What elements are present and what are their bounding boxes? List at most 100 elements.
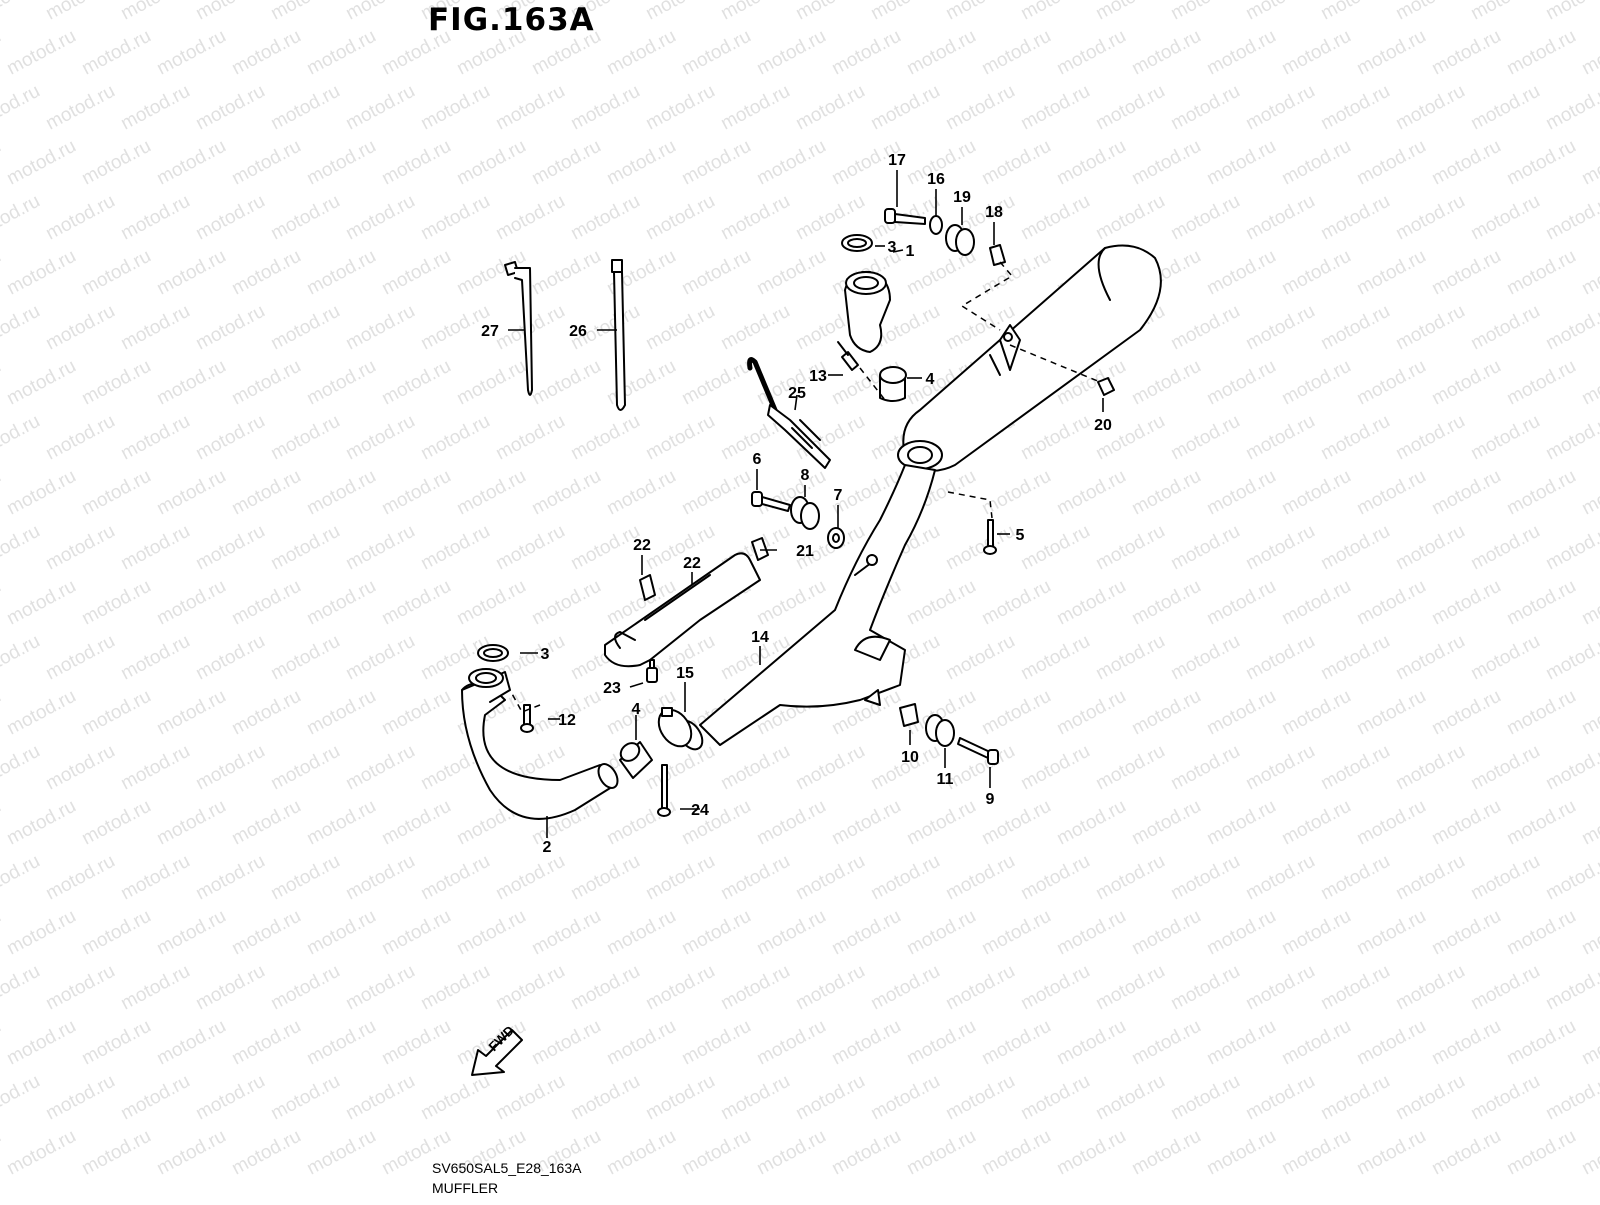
watermark-text: motod.ru xyxy=(603,136,679,190)
watermark-text: motod.ru xyxy=(942,521,1018,575)
callout-11: 11 xyxy=(937,771,954,788)
watermark-text: motod.ru xyxy=(153,1126,229,1180)
watermark-text: motod.ru xyxy=(1278,796,1354,850)
watermark-text: motod.ru xyxy=(1503,796,1579,850)
watermark-text: motod.ru xyxy=(1128,1016,1204,1070)
watermark-text: motod.ru xyxy=(942,0,1018,24)
watermark-text: motod.ru xyxy=(528,136,604,190)
watermark-text: motod.ru xyxy=(378,466,454,520)
watermark-text: motod.ru xyxy=(1317,411,1393,465)
watermark-text: motod.ru xyxy=(192,191,268,245)
watermark-text: motod.ru xyxy=(1092,631,1168,685)
watermark-text: motod.ru xyxy=(267,851,343,905)
watermark-text: motod.ru xyxy=(1167,851,1243,905)
watermark-text: motod.ru xyxy=(0,521,44,575)
callout-3: 3 xyxy=(888,239,897,256)
callout-25: 25 xyxy=(788,385,806,402)
watermark-text: motod.ru xyxy=(228,246,304,300)
watermark-text: motod.ru xyxy=(117,961,193,1015)
watermark-text: motod.ru xyxy=(1092,741,1168,795)
watermark-text: motod.ru xyxy=(1428,686,1504,740)
watermark-text: motod.ru xyxy=(1242,521,1318,575)
watermark-text: motod.ru xyxy=(1503,356,1579,410)
watermark-text: motod.ru xyxy=(1542,1071,1600,1125)
watermark-text: motod.ru xyxy=(342,301,418,355)
watermark-text: motod.ru xyxy=(192,521,268,575)
watermark-text: motod.ru xyxy=(1242,301,1318,355)
watermark-text: motod.ru xyxy=(378,246,454,300)
watermark-text: motod.ru xyxy=(978,246,1054,300)
watermark-text: motod.ru xyxy=(1092,961,1168,1015)
bolt-23 xyxy=(646,659,658,683)
watermark-text: motod.ru xyxy=(303,1016,379,1070)
watermark-text: motod.ru xyxy=(1353,1016,1429,1070)
watermark-text: motod.ru xyxy=(117,301,193,355)
watermark-text: motod.ru xyxy=(342,631,418,685)
watermark-text: motod.ru xyxy=(978,466,1054,520)
watermark-text: motod.ru xyxy=(1203,1126,1279,1180)
watermark-text: motod.ru xyxy=(678,1126,754,1180)
watermark-text: motod.ru xyxy=(828,1016,904,1070)
watermark-text: motod.ru xyxy=(1467,81,1543,135)
connector-sleeve xyxy=(619,741,653,779)
watermark-text: motod.ru xyxy=(642,81,718,135)
watermark-text: motod.ru xyxy=(1578,246,1600,300)
watermark-text: motod.ru xyxy=(0,1016,5,1070)
watermark-text: motod.ru xyxy=(717,0,793,24)
watermark-text: motod.ru xyxy=(1278,1016,1354,1070)
gasket-ring xyxy=(841,234,873,252)
watermark-text: motod.ru xyxy=(1203,796,1279,850)
watermark-text: motod.ru xyxy=(717,851,793,905)
watermark-text: motod.ru xyxy=(603,1126,679,1180)
watermark-text: motod.ru xyxy=(342,851,418,905)
watermark-text: motod.ru xyxy=(642,1071,718,1125)
watermark-text: motod.ru xyxy=(1578,26,1600,80)
watermark-text: motod.ru xyxy=(78,246,154,300)
watermark-text: motod.ru xyxy=(978,906,1054,960)
watermark-text: motod.ru xyxy=(1317,0,1393,24)
watermark-text: motod.ru xyxy=(417,521,493,575)
watermark-text: motod.ru xyxy=(1317,1071,1393,1125)
watermark-text: motod.ru xyxy=(378,686,454,740)
watermark-text: motod.ru xyxy=(1467,1071,1543,1125)
watermark-text: motod.ru xyxy=(867,0,943,24)
watermark-text: motod.ru xyxy=(228,576,304,630)
watermark-text: motod.ru xyxy=(417,851,493,905)
watermark-text: motod.ru xyxy=(753,796,829,850)
watermark-text: motod.ru xyxy=(0,576,5,630)
watermark-text: motod.ru xyxy=(492,411,568,465)
watermark-text: motod.ru xyxy=(117,411,193,465)
watermark-text: motod.ru xyxy=(3,576,79,630)
watermark-text: motod.ru xyxy=(1242,0,1318,24)
watermark-text: motod.ru xyxy=(1353,906,1429,960)
watermark-text: motod.ru xyxy=(417,411,493,465)
watermark-text: motod.ru xyxy=(903,576,979,630)
watermark-text: motod.ru xyxy=(267,0,343,24)
watermark-text: motod.ru xyxy=(1167,961,1243,1015)
watermark-text: motod.ru xyxy=(417,961,493,1015)
watermark-text: motod.ru xyxy=(1353,26,1429,80)
watermark-text: motod.ru xyxy=(978,136,1054,190)
watermark-text: motod.ru xyxy=(342,0,418,24)
watermark-text: motod.ru xyxy=(0,191,44,245)
watermark-text: motod.ru xyxy=(1017,741,1093,795)
watermark-text: motod.ru xyxy=(1128,356,1204,410)
watermark-text: motod.ru xyxy=(1578,796,1600,850)
watermark-text: motod.ru xyxy=(1353,576,1429,630)
watermark-text: motod.ru xyxy=(792,741,868,795)
watermark-text: motod.ru xyxy=(1053,906,1129,960)
watermark-text: motod.ru xyxy=(678,246,754,300)
watermark-text: motod.ru xyxy=(903,1126,979,1180)
watermark-text: motod.ru xyxy=(1128,466,1204,520)
bolt-24 xyxy=(657,764,671,817)
watermark-text: motod.ru xyxy=(342,521,418,575)
watermark-layer: motod.rumotod.rumotod.rumotod.rumotod.ru… xyxy=(0,0,1600,1179)
watermark-text: motod.ru xyxy=(603,356,679,410)
watermark-text: motod.ru xyxy=(1317,521,1393,575)
watermark-text: motod.ru xyxy=(1578,576,1600,630)
watermark-text: motod.ru xyxy=(42,411,118,465)
watermark-text: motod.ru xyxy=(1578,356,1600,410)
watermark-text: motod.ru xyxy=(1428,906,1504,960)
